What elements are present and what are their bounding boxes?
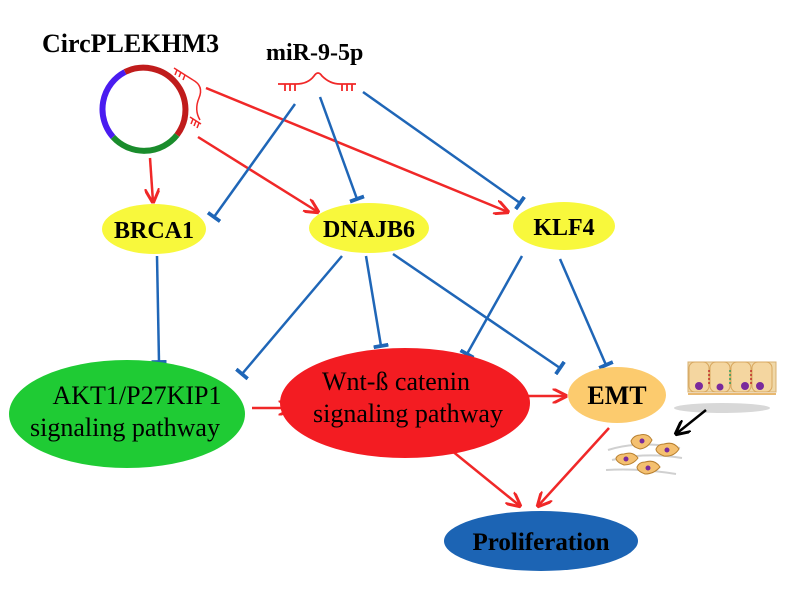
edge-mir-klf4 [362,90,526,211]
node-emt-label: EMT [587,381,646,410]
edge-klf4-emt [558,258,614,370]
edge-circ-brca1 [150,157,153,202]
node-akt-pathway: AKT1/P27KIP1 signaling pathway [9,360,245,468]
node-akt-label-line2: signaling pathway [30,413,220,442]
edge-dnajb6-akt [235,255,343,381]
edge-dnajb6-emt [392,252,566,376]
node-klf4: KLF4 [513,202,615,250]
mirna-icon [278,72,356,91]
edge-dnajb6-wnt [364,255,389,350]
mesenchymal-cells-icon [605,434,683,475]
node-dnajb6: DNAJB6 [309,203,429,253]
epithelial-cells-icon [674,361,777,413]
circrna-icon [99,64,202,154]
node-brca1: BRCA1 [102,204,206,254]
node-wnt-label-line2: signaling pathway [313,399,503,428]
mir-9-5p-label: miR-9-5p [266,40,363,66]
edge-brca1-akt [151,255,167,365]
node-proliferation-label: Proliferation [473,529,610,556]
edge-circ-klf4 [205,86,508,212]
node-proliferation: Proliferation [444,511,638,571]
node-wnt-label-line1: Wnt-ß catenin [322,367,470,396]
edge-circ-dnajb6 [197,135,318,212]
node-dnajb6-label: DNAJB6 [323,217,415,243]
node-brca1-label: BRCA1 [114,218,194,244]
node-wnt-pathway: Wnt-ß catenin signaling pathway [280,348,530,458]
edge-wnt-proliferation [445,445,520,506]
node-akt-label-line1: AKT1/P27KIP1 [52,381,221,410]
edge-emt-proliferation [538,427,610,506]
edge-mir-dnajb6 [318,96,365,204]
node-emt: EMT [568,367,666,423]
circplekhm3-label: CircPLEKHM3 [42,29,219,58]
edge-mir-brca1 [206,103,297,223]
edge-epithelial-mesenchymal [676,409,707,434]
node-klf4-label: KLF4 [533,215,594,241]
edge-klf4-wnt [459,255,524,360]
